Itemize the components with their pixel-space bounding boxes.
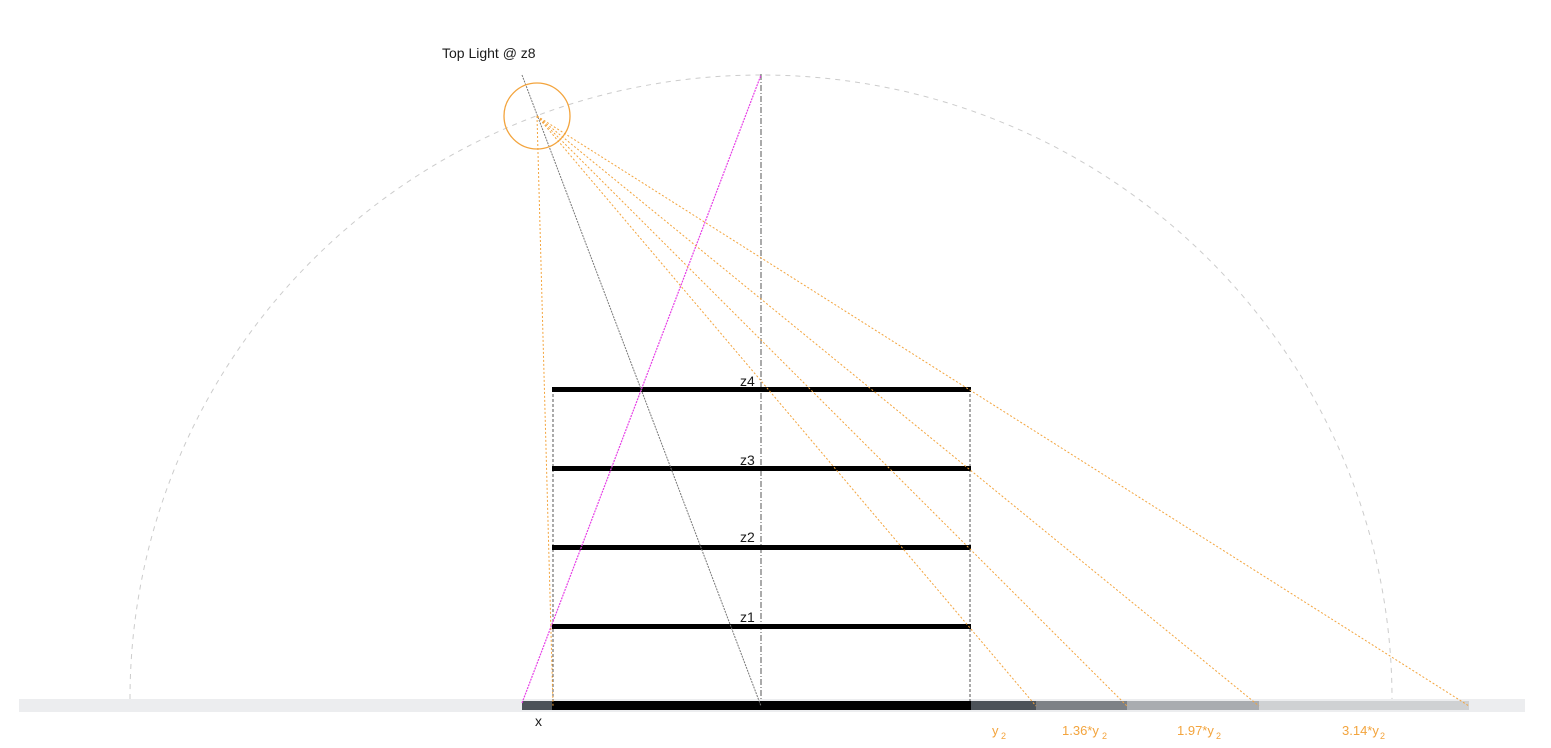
shadow-segment-1-97-y2 bbox=[1127, 701, 1259, 710]
shadow-segment-y2 bbox=[971, 701, 1036, 710]
floor-z3 bbox=[552, 466, 971, 471]
level-label-z1: z1 bbox=[740, 609, 755, 625]
shadow-label-1-36-y2: 1.36*y 2 bbox=[1062, 723, 1107, 741]
light-ray-1-36 bbox=[536, 115, 1128, 707]
floor-z1 bbox=[552, 624, 971, 629]
svg-text:2: 2 bbox=[1102, 731, 1107, 741]
level-label-z2: z2 bbox=[740, 529, 755, 545]
svg-text:2: 2 bbox=[1216, 731, 1221, 741]
floor-z2 bbox=[552, 545, 971, 550]
svg-text:2: 2 bbox=[1001, 731, 1006, 741]
x-segment bbox=[522, 701, 553, 710]
light-ray-3-14 bbox=[536, 115, 1470, 707]
shadow-segment-1-36-y2 bbox=[1036, 701, 1127, 710]
svg-text:2: 2 bbox=[1380, 731, 1385, 741]
svg-text:y: y bbox=[992, 723, 999, 738]
floor-z4 bbox=[552, 387, 971, 392]
light-source-circle bbox=[503, 82, 571, 150]
shadow-label-y2: y 2 bbox=[992, 723, 1006, 741]
svg-text:3.14*y: 3.14*y bbox=[1342, 723, 1379, 738]
svg-text:1.36*y: 1.36*y bbox=[1062, 723, 1099, 738]
x-label: x bbox=[535, 713, 542, 729]
level-label-z3: z3 bbox=[740, 452, 755, 468]
light-label: Top Light @ z8 bbox=[442, 45, 536, 61]
shadow-label-1-97-y2: 1.97*y 2 bbox=[1177, 723, 1221, 741]
ground-floor-slab bbox=[552, 701, 971, 710]
sun-path-arc bbox=[129, 74, 1393, 700]
shadow-segment-3-14-y2 bbox=[1259, 701, 1469, 710]
light-ray-y2 bbox=[536, 115, 1037, 707]
light-rays bbox=[536, 115, 1470, 707]
shadow-label-3-14-y2: 3.14*y 2 bbox=[1342, 723, 1385, 741]
svg-text:1.97*y: 1.97*y bbox=[1177, 723, 1214, 738]
light-ray-x bbox=[536, 115, 554, 707]
magenta-diagonal bbox=[521, 74, 762, 704]
level-label-z4: z4 bbox=[740, 373, 755, 389]
light-ray-1-97 bbox=[536, 115, 1260, 707]
